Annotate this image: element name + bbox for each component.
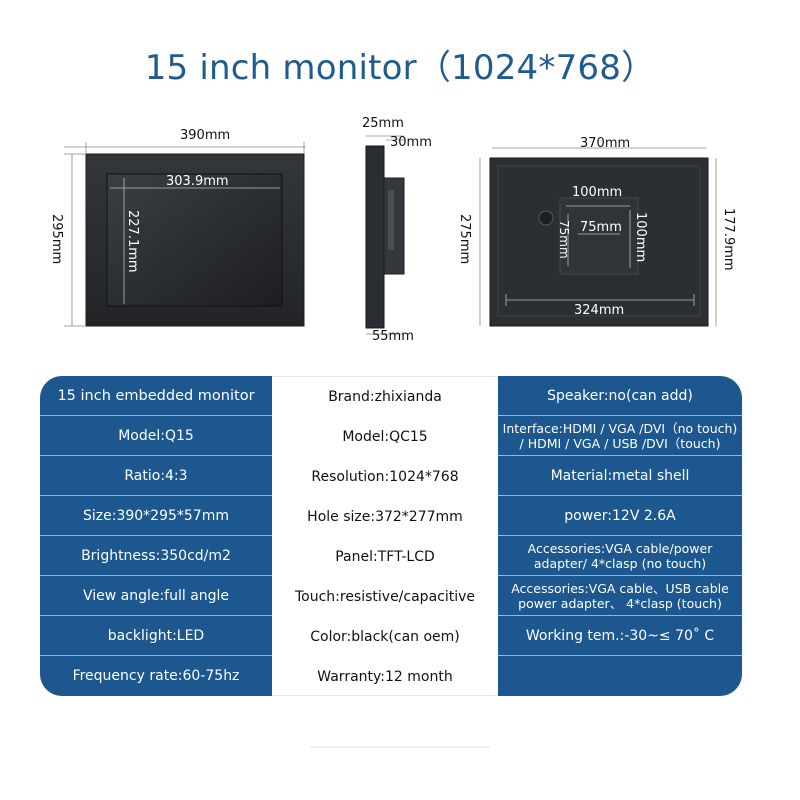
divider bbox=[310, 746, 490, 748]
spec-accessories-touch-line-2: power adapter、 4*clasp (touch) bbox=[518, 595, 722, 611]
screen-height-label: 227.1mm bbox=[125, 210, 140, 273]
spec-accessories-no-touch-line-2: adapter/ 4*clasp (no touch) bbox=[533, 555, 707, 571]
page-title: 15 inch monitor（1024*768） bbox=[144, 48, 656, 88]
spec-speaker: Speaker:no(can add) bbox=[498, 376, 742, 416]
spec-column-middle: Brand:zhixianda Model:QC15 Resolution:10… bbox=[272, 376, 498, 696]
spec-column-right: Speaker:no(can add) Interface:HDMI / VGA… bbox=[498, 376, 742, 696]
spec-touch: Touch:resistive/capacitive bbox=[294, 589, 476, 605]
side-depth-bottom-label: 55mm bbox=[372, 329, 414, 344]
spec-ratio: Ratio:4:3 bbox=[40, 456, 272, 496]
front-screen bbox=[106, 173, 283, 307]
front-width-label: 390mm bbox=[180, 128, 231, 143]
back-width-label: 370mm bbox=[580, 136, 631, 151]
spec-model: Model:Q15 bbox=[40, 416, 272, 456]
hole-span-label: 324mm bbox=[574, 303, 625, 318]
vesa-inner-width-label: 75mm bbox=[580, 220, 622, 235]
vesa-outer-width-label: 100mm bbox=[572, 185, 623, 200]
side-view bbox=[365, 135, 405, 335]
spec-interface-line-1: Interface:HDMI / VGA /DVI（no touch) bbox=[502, 420, 738, 436]
spec-panel: Panel:TFT-LCD bbox=[335, 549, 435, 565]
spec-table: 15 inch embedded monitor Model:Q15 Ratio… bbox=[0, 376, 800, 696]
vesa-inner-height-label: 75mm bbox=[557, 220, 571, 259]
spec-brand: Brand:zhixianda bbox=[328, 389, 442, 405]
side-depth-top-label: 25mm bbox=[362, 116, 404, 131]
spec-accessories-no-touch-line-1: Accessories:VGA cable/power bbox=[527, 540, 713, 556]
dimension-drawings: 390mm 295mm 303.9mm 227.1mm 25mm 30mm 55… bbox=[0, 100, 800, 360]
spec-interface: Interface:HDMI / VGA /DVI（no touch) / HD… bbox=[498, 416, 742, 456]
spec-size: Size:390*295*57mm bbox=[40, 496, 272, 536]
spec-accessories-touch: Accessories:VGA cable、USB cable power ad… bbox=[498, 576, 742, 616]
vesa-outer-height-label: 100mm bbox=[633, 212, 648, 263]
spec-material: Material:metal shell bbox=[498, 456, 742, 496]
spec-interface-line-2: / HDMI / VGA / USB /DVI（touch) bbox=[519, 435, 721, 451]
spec-power: power:12V 2.6A bbox=[498, 496, 742, 536]
spec-warranty: Warranty:12 month bbox=[317, 669, 453, 685]
spec-accessories-touch-line-1: Accessories:VGA cable、USB cable bbox=[511, 580, 729, 596]
dimension-graphics bbox=[64, 135, 717, 335]
front-height-label: 295mm bbox=[49, 214, 64, 265]
spec-hole-size: Hole size:372*277mm bbox=[307, 509, 463, 525]
spec-backlight: backlight:LED bbox=[40, 616, 272, 656]
side-inner-label: 30mm bbox=[390, 135, 432, 150]
spec-empty bbox=[498, 656, 742, 696]
spec-brightness: Brightness:350cd/m2 bbox=[40, 536, 272, 576]
screen-width-label: 303.9mm bbox=[166, 174, 229, 189]
spec-model-code: Model:QC15 bbox=[342, 429, 428, 445]
spec-view-angle: View angle:full angle bbox=[40, 576, 272, 616]
back-right-label: 177.9mm bbox=[721, 208, 736, 271]
back-height-label: 275mm bbox=[457, 214, 472, 265]
front-view bbox=[64, 142, 306, 327]
spec-resolution: Resolution:1024*768 bbox=[311, 469, 459, 485]
spec-accessories-no-touch: Accessories:VGA cable/power adapter/ 4*c… bbox=[498, 536, 742, 576]
spec-frequency: Frequency rate:60-75hz bbox=[72, 668, 240, 684]
spec-color: Color:black(can oem) bbox=[310, 629, 460, 645]
vesa-area bbox=[559, 197, 639, 275]
spec-product-name: 15 inch embedded monitor bbox=[40, 376, 272, 416]
side-frame bbox=[365, 145, 385, 329]
spec-working-temp: Working tem.:-30~≤ 70˚ C bbox=[498, 616, 742, 656]
back-view bbox=[479, 147, 717, 327]
spec-column-left: 15 inch embedded monitor Model:Q15 Ratio… bbox=[40, 376, 272, 696]
